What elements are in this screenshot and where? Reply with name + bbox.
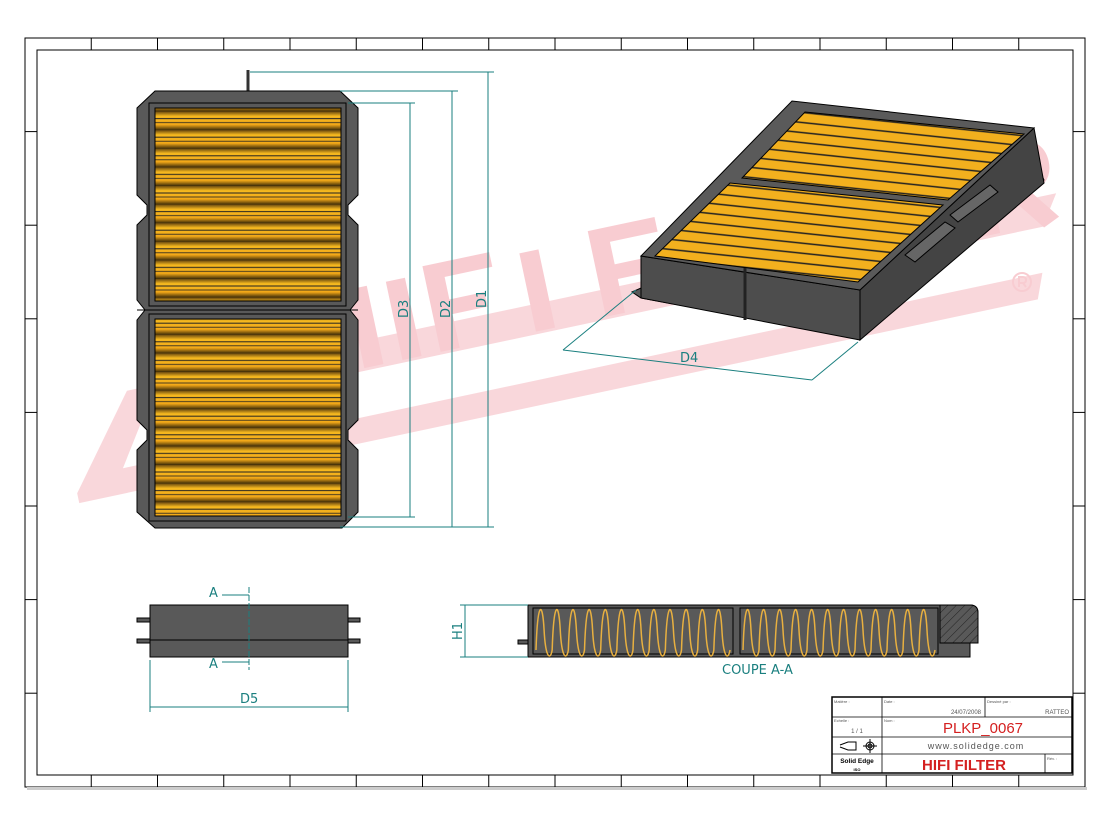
software: Solid Edge [840, 758, 874, 765]
company-name: HIFI FILTER [922, 757, 1006, 774]
dimension-d5: D5 [240, 692, 258, 707]
section-marker-bottom: A [209, 657, 218, 672]
revision-label: Rév. : [1047, 756, 1057, 761]
scale-label: Echelle : [834, 718, 849, 723]
side-view [136, 587, 361, 670]
name-label: Nom : [884, 718, 895, 723]
front-dimensions [250, 71, 494, 528]
date-label: Date : [884, 699, 895, 704]
material-label: Matière : [834, 699, 850, 704]
front-view [136, 70, 359, 529]
section-title: COUPE A-A [722, 663, 793, 678]
d4-dimension [562, 289, 859, 381]
dimension-d3: D3 [397, 300, 412, 318]
registered-mark-icon [1012, 272, 1032, 292]
dimension-d1: D1 [475, 290, 490, 308]
isometric-view [630, 100, 1045, 342]
d5-dimension [149, 660, 349, 712]
drawn-by: RATTEO [1045, 710, 1069, 716]
projection-symbol-icon [839, 739, 877, 753]
dimension-h1: H1 [451, 622, 466, 640]
section-marker-top: A [209, 586, 218, 601]
drawn-by-label: Dessiné par : [987, 699, 1011, 704]
part-number: PLKP_0067 [943, 720, 1023, 737]
scale: 1 / 1 [851, 729, 863, 735]
section-view [517, 604, 979, 658]
title-block: Matière : Date : 24/07/2008 Dessiné par … [831, 696, 1073, 774]
website: www.solidedge.com [927, 741, 1025, 751]
dimension-d4: D4 [680, 351, 698, 366]
software-sub: ISO [854, 767, 861, 772]
h1-dimension [460, 604, 528, 658]
dimension-d2: D2 [439, 300, 454, 318]
date: 24/07/2008 [951, 710, 982, 716]
